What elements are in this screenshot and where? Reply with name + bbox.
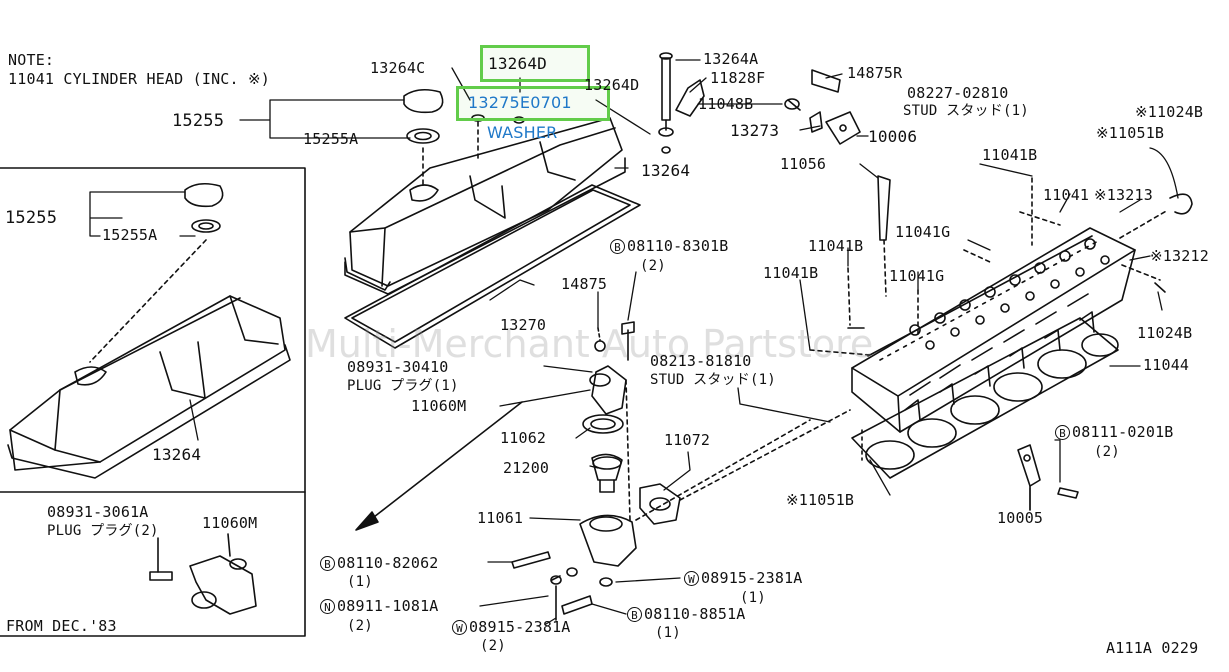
diagram-code: A111A 0229	[1106, 639, 1199, 657]
stud-11056	[877, 175, 891, 297]
part-link-13264d[interactable]: 13264D	[488, 54, 547, 73]
thermostat-stack	[579, 321, 851, 567]
inset-part-label[interactable]: 15255	[5, 208, 58, 228]
part-link-13275e0701[interactable]: 13275E0701	[468, 93, 572, 112]
leader-lines	[89, 59, 1179, 625]
part-qty: (2)	[1094, 444, 1120, 460]
part-label[interactable]: 11061	[477, 509, 524, 527]
note-title: NOTE:	[8, 51, 55, 69]
part-label[interactable]: 11024B	[1137, 324, 1193, 342]
part-label[interactable]: ※11024B	[1135, 103, 1204, 121]
inset-rocker-cover	[7, 182, 291, 479]
part-label[interactable]: 13264	[641, 161, 691, 180]
note-line: 11041 CYLINDER HEAD (INC. ※)	[8, 70, 270, 88]
part-qty: (2)	[640, 258, 666, 274]
part-label[interactable]: 13264A	[703, 50, 759, 68]
watermark: Multi-Merchant Auto Partstore	[305, 322, 874, 366]
part-label[interactable]: 11044	[1143, 356, 1190, 374]
part-label[interactable]: 10006	[868, 127, 918, 146]
part-label[interactable]: 11048B	[698, 95, 754, 113]
part-qty: (1)	[655, 625, 681, 641]
front-arrow	[355, 401, 523, 531]
part-label[interactable]: 08227-02810	[907, 84, 1009, 102]
part-label[interactable]: ※13212	[1150, 247, 1209, 265]
part-label[interactable]: ※13213	[1094, 186, 1153, 204]
part-label[interactable]: 13270	[500, 316, 547, 334]
part-label: PLUG プラグ(1)	[347, 378, 459, 394]
oil-cap-top	[403, 88, 444, 186]
inset-part-label[interactable]: 08931-3061A	[47, 503, 149, 521]
part-label[interactable]: 11041	[1043, 186, 1090, 204]
part-label[interactable]: 08213-81810	[650, 352, 752, 370]
part-label[interactable]: 21200	[503, 459, 550, 477]
part-label[interactable]: ※11051B	[1096, 124, 1165, 142]
part-qty: (2)	[347, 618, 373, 634]
part-label[interactable]: 14875R	[847, 64, 903, 82]
circle-mark-n: N	[320, 599, 335, 614]
part-label[interactable]: 13273	[730, 121, 780, 140]
part-label[interactable]: 15255A	[303, 130, 359, 148]
cylinder-head	[809, 177, 1193, 433]
highlight-box-13275e0701	[456, 86, 610, 121]
circle-mark-b: B	[1055, 425, 1070, 440]
part-label: STUD スタッド(1)	[903, 103, 1029, 119]
part-label[interactable]: 11072	[664, 431, 711, 449]
rocker-cover-main	[344, 117, 626, 295]
circle-mark-b: B	[320, 556, 335, 571]
part-label[interactable]: 10005	[997, 509, 1044, 527]
circle-mark-b: B	[627, 607, 642, 622]
part-label[interactable]: 11041B	[808, 237, 864, 255]
part-label: STUD スタッド(1)	[650, 372, 776, 388]
bracket-10005	[1017, 444, 1079, 511]
circle-mark-b: B	[610, 239, 625, 254]
part-qty: (1)	[740, 590, 766, 606]
inset-part-label[interactable]: 13264	[152, 445, 202, 464]
washer-link[interactable]: WASHER	[487, 123, 558, 142]
part-label[interactable]: 11041B	[982, 146, 1038, 164]
highlight-box-13264d	[480, 45, 590, 82]
inset-part-label[interactable]: 11060M	[202, 514, 258, 532]
inset-caption: FROM DEC.'83	[6, 617, 117, 635]
part-label[interactable]: 11062	[500, 429, 547, 447]
part-label[interactable]: 15255	[172, 111, 225, 131]
part-label[interactable]: 13264C	[370, 59, 426, 77]
inset-water-outlet	[149, 533, 257, 615]
part-label[interactable]: 14875	[561, 275, 608, 293]
circle-mark-w: W	[452, 620, 467, 635]
part-label[interactable]: 11041G	[895, 223, 951, 241]
part-qty: (2)	[480, 638, 506, 654]
head-gasket	[851, 317, 1119, 479]
inset-part-label: PLUG プラグ(2)	[47, 523, 159, 539]
part-label[interactable]: 11828F	[710, 69, 766, 87]
part-label[interactable]: 08931-30410	[347, 358, 449, 376]
part-qty: (1)	[347, 574, 373, 590]
part-label[interactable]: 11041B	[763, 264, 819, 282]
inset-part-label[interactable]: 15255A	[102, 226, 158, 244]
inset-frame-left	[0, 167, 306, 637]
part-label[interactable]: 11056	[780, 155, 827, 173]
part-label[interactable]: 11041G	[889, 267, 945, 285]
part-label[interactable]: 13264D	[584, 76, 640, 94]
part-label[interactable]: ※11051B	[786, 491, 855, 509]
gasket-13270	[344, 184, 641, 349]
circle-mark-w: W	[684, 571, 699, 586]
part-label[interactable]: 11060M	[411, 397, 467, 415]
